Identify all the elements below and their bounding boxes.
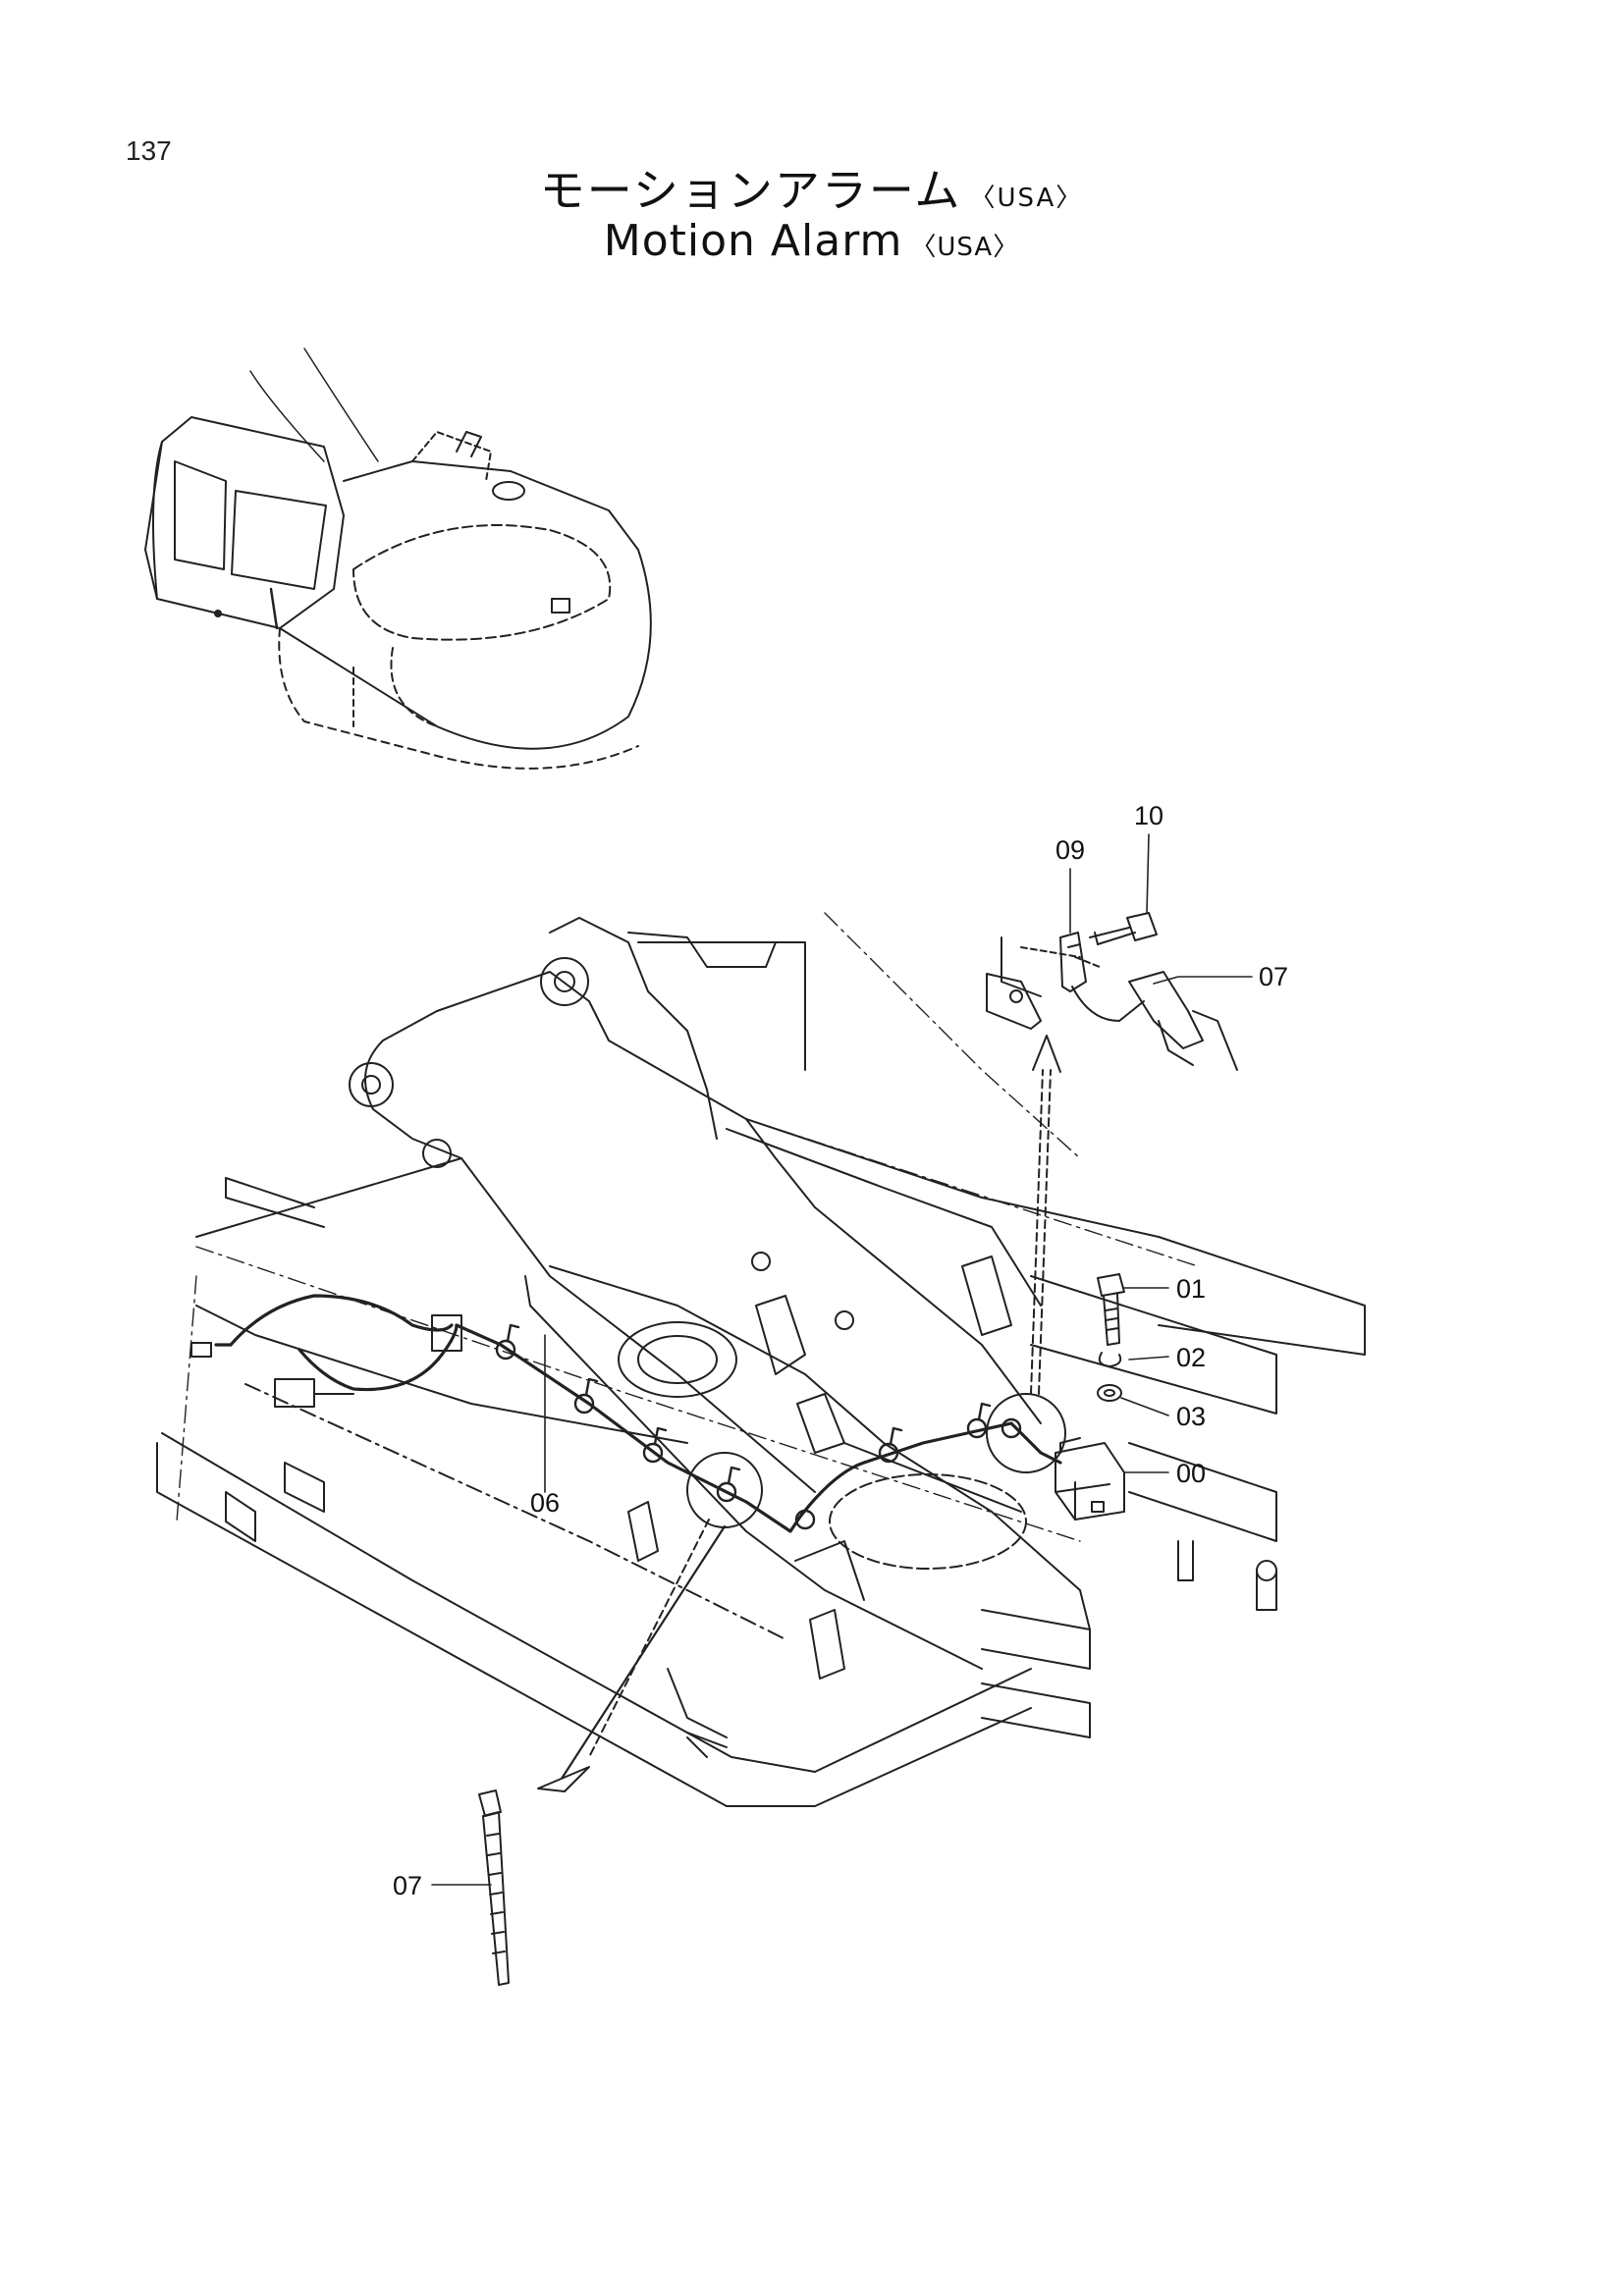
callout-03: 03	[1176, 1402, 1206, 1431]
region-tag-english: 〈USA〉	[910, 233, 1020, 262]
callout-07-top: 07	[1259, 962, 1288, 991]
callout-00: 00	[1176, 1459, 1206, 1488]
excavator-overview	[144, 347, 652, 770]
page-title-japanese: モーションアラーム〈USA〉	[0, 155, 1623, 220]
page-title-english: Motion Alarm〈USA〉	[0, 216, 1623, 266]
washer-03	[1097, 1384, 1122, 1402]
motion-alarm-switch	[1055, 1437, 1125, 1521]
callout-02: 02	[1176, 1343, 1206, 1372]
cable-tie	[478, 1789, 510, 1986]
washer-02	[1098, 1352, 1122, 1367]
page-number: 137	[126, 135, 172, 166]
callout-07-bottom: 07	[393, 1871, 422, 1900]
harness-clamps	[495, 1323, 1022, 1530]
leader-lines	[431, 833, 1253, 1886]
main-frame	[156, 912, 1366, 1807]
title-japanese-text: モーションアラーム	[539, 164, 962, 217]
callout-10: 10	[1134, 801, 1163, 830]
wire-harness	[190, 1294, 1062, 1533]
callout-06: 06	[530, 1488, 560, 1518]
callout-09: 09	[1055, 835, 1085, 865]
title-english-text: Motion Alarm	[603, 216, 903, 266]
region-tag: 〈USA〉	[969, 184, 1084, 213]
callout-01: 01	[1176, 1274, 1206, 1304]
bolt-01	[1097, 1273, 1125, 1346]
connector-detail	[986, 912, 1238, 1071]
detail-indicators	[537, 1035, 1066, 1792]
